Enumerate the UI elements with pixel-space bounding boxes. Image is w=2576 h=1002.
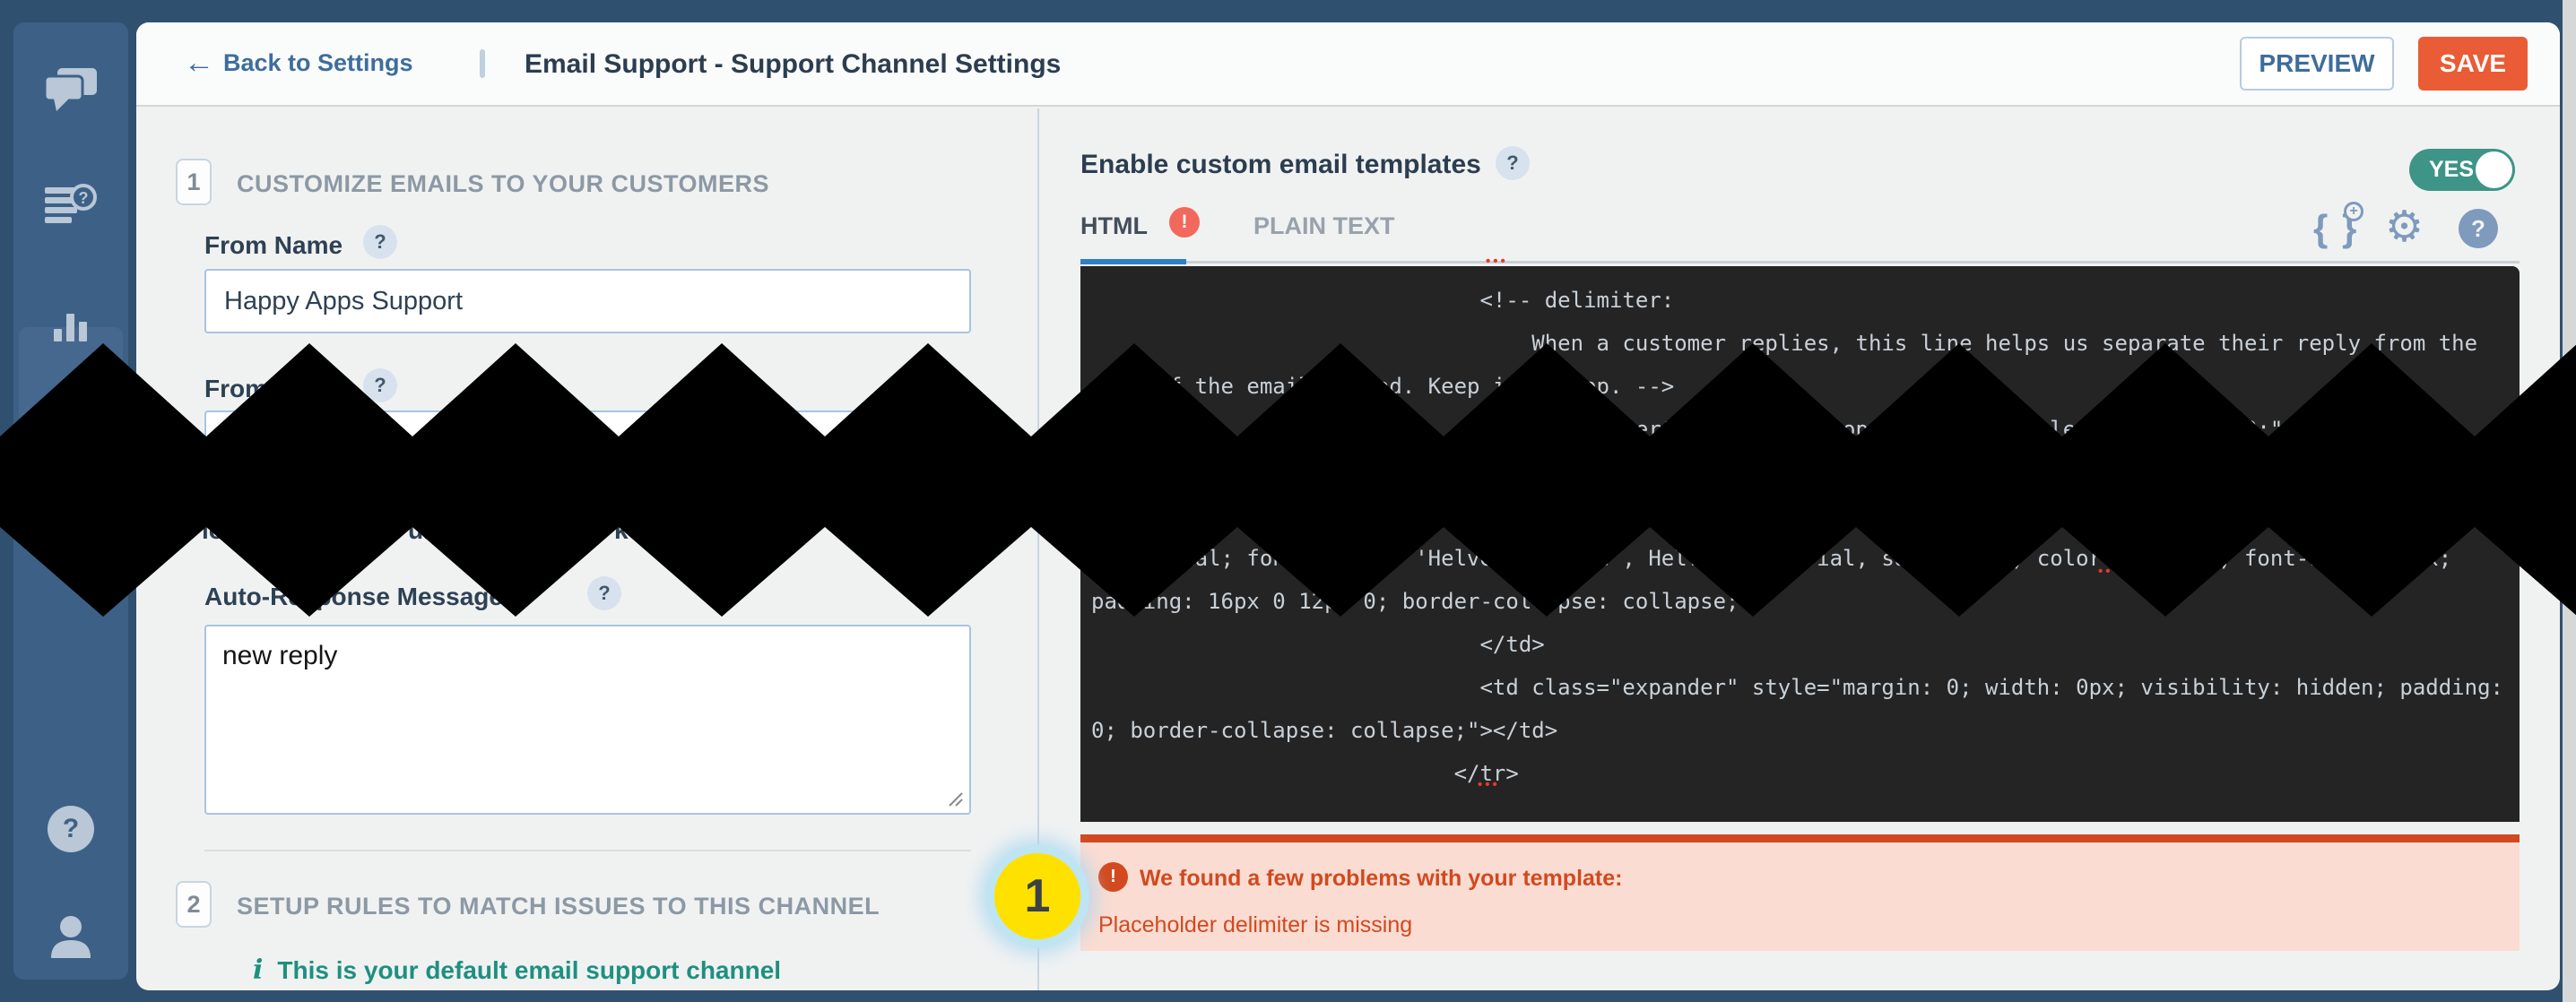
from-name-input[interactable] [204,269,971,333]
code-content: <!-- delimiter: When a customer replies,… [1091,288,2520,786]
error-item: Placeholder delimiter is missing [1098,912,1413,937]
save-button[interactable]: SAVE [2418,37,2528,91]
info-icon: i [253,954,264,986]
card-header: ← Back to Settings Email Support - Suppo… [136,22,2560,107]
redacted-note-fragment: lo [202,516,224,544]
tab-html[interactable]: HTML [1080,212,1148,239]
person-icon [51,916,91,958]
sidebar-active-item-highlight [19,327,123,524]
section-1-badge: 1 [176,159,212,205]
sidebar-item-knowledge-base[interactable]: ? [13,182,128,230]
header-separator [480,49,485,78]
section-divider [204,850,971,851]
enable-templates-toggle[interactable]: YES [2409,149,2515,191]
textarea-resize-handle[interactable] [946,790,964,812]
from-name-help-icon[interactable]: ? [363,225,397,259]
enable-templates-label: Enable custom email templates [1080,150,1481,179]
bar-chart-icon [54,314,87,341]
plus-badge: + [2344,202,2364,221]
page-title: Email Support - Support Channel Settings [525,49,1062,79]
sidebar-item-reports[interactable] [13,307,128,343]
editor-help-icon[interactable]: ? [2459,209,2498,248]
enable-templates-help-icon[interactable]: ? [1496,146,1530,180]
tab-rule [1186,261,2520,263]
app-sidebar: ? ? [13,22,128,980]
chat-bubbles-icon [45,68,97,111]
toggle-knob [2476,151,2512,188]
sidebar-item-help[interactable]: ? [13,804,128,854]
back-to-settings-link[interactable]: ← Back to Settings [184,48,413,78]
sidebar-item-profile[interactable] [13,914,128,959]
back-arrow-icon: ← [184,46,214,80]
auto-response-label: Auto-Response Message [204,583,503,610]
redacted-note-fragment: ke [614,516,643,544]
auto-response-textarea[interactable]: new reply [204,625,971,815]
error-icon: ! [1098,862,1128,892]
window-right-strip [2563,0,2576,1002]
section-2-badge: 2 [176,881,212,928]
sidebar-item-conversations[interactable] [13,67,128,114]
spellcheck-mark: ••• [1486,254,1508,269]
html-tab-error-icon: ! [1169,207,1200,238]
section-2-title: SETUP RULES TO MATCH ISSUES TO THIS CHAN… [237,893,880,920]
auto-response-help-icon[interactable]: ? [587,576,621,610]
template-error-box: ! We found a few problems with your temp… [1080,834,2520,951]
from-email-help-icon[interactable]: ? [363,368,397,402]
back-link-label: Back to Settings [223,48,413,76]
spellcheck-mark: ••• [1478,777,1500,792]
insert-placeholder-icon[interactable]: { } + [2313,202,2364,250]
from-email-input[interactable] [204,410,971,475]
svg-text:?: ? [79,189,89,207]
annotation-step-circle: 1 [994,853,1080,939]
redacted-note-fragment: ur [408,516,433,544]
error-heading: We found a few problems with your templa… [1140,866,1623,891]
settings-card: ← Back to Settings Email Support - Suppo… [136,22,2560,990]
from-email-label: From Email [204,375,342,402]
faq-document-icon: ? [45,184,97,223]
section-1-title: CUSTOMIZE EMAILS TO YOUR CUSTOMERS [237,170,770,197]
toggle-state-label: YES [2429,157,2475,182]
editor-settings-gear-icon[interactable]: ⚙ [2385,203,2424,251]
tab-plain-text[interactable]: PLAIN TEXT [1253,212,1395,239]
html-template-code-editor[interactable]: <!-- delimiter: When a customer replies,… [1080,266,2520,822]
default-channel-note-text: This is your default email support chann… [277,955,782,984]
active-tab-underline [1080,259,1186,264]
from-name-label: From Name [204,231,343,259]
default-channel-note: i This is your default email support cha… [253,954,781,986]
help-icon: ? [48,806,94,852]
spellcheck-mark: ••• [2098,564,2121,579]
preview-button[interactable]: PREVIEW [2240,37,2394,91]
